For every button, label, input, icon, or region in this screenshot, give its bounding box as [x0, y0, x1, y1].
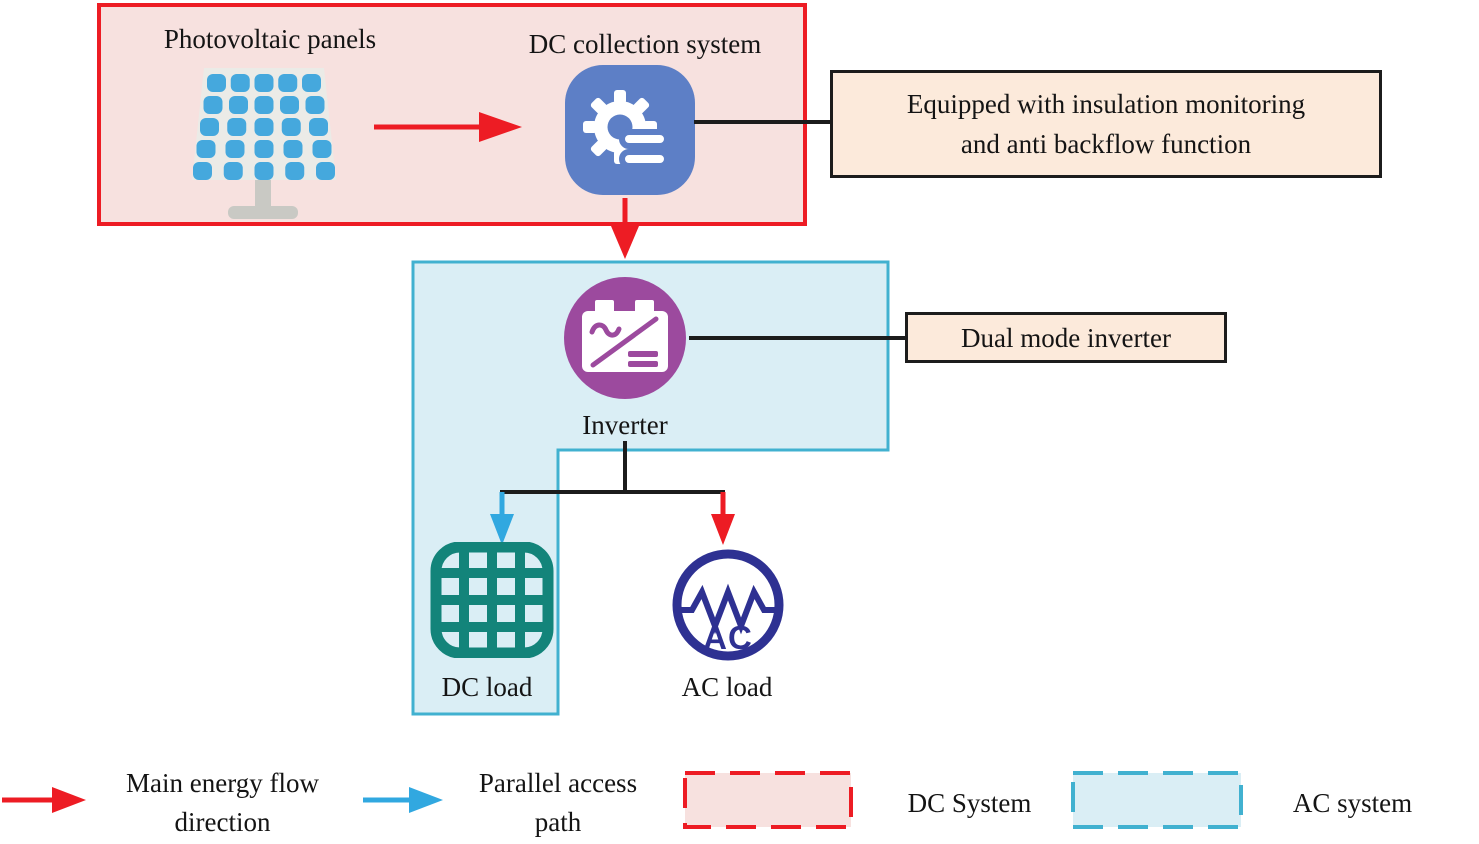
arrow-pv-to-dc-collection: [374, 112, 522, 142]
dc-collection-tile: [565, 65, 695, 195]
insulation-note-box: Equipped with insulation monitoring and …: [830, 70, 1382, 178]
arrow-dc-to-inverter: [611, 198, 639, 259]
grid-load-icon: [430, 542, 554, 658]
dc-collection-label: DC collection system: [528, 29, 762, 59]
ac-icon-text: AC: [703, 619, 753, 656]
legend-ac-system-swatch: [1071, 771, 1243, 829]
arrow-branch-to-dc-load: [490, 492, 514, 545]
legend-parallel-line2: path: [534, 807, 582, 837]
dc-load-label: DC load: [441, 672, 533, 702]
arrow-branch-to-ac-load: [711, 492, 735, 545]
legend-main-flow-label: Main energy flow direction: [95, 764, 350, 842]
connector-inverter-down: [623, 441, 627, 492]
legend-ac-system-label: AC system: [1292, 788, 1413, 818]
legend-parallel-label: Parallel access path: [453, 764, 663, 842]
legend-main-flow-arrow: [2, 787, 86, 813]
dual-mode-inverter-label: Dual mode inverter: [961, 323, 1171, 353]
legend-parallel-line1: Parallel access: [478, 768, 638, 798]
legend-dc-system-swatch: [683, 771, 853, 829]
ac-load-label: AC load: [681, 672, 773, 702]
connector-dc-collection-to-note: [694, 120, 831, 124]
connector-inverter-to-note: [689, 336, 905, 340]
gear-icon: [583, 90, 670, 169]
photovoltaic-panel-icon: [192, 68, 336, 219]
insulation-note-line1: Equipped with insulation monitoring: [906, 89, 1306, 119]
legend-dc-system-label: DC System: [907, 788, 1032, 818]
ac-wave-icon: AC: [672, 549, 784, 661]
legend-main-flow-line1: Main energy flow: [126, 768, 319, 798]
inverter-battery-icon: [564, 277, 686, 399]
inverter-label: Inverter: [582, 410, 668, 440]
dual-mode-inverter-box: Dual mode inverter: [905, 312, 1227, 363]
legend-main-flow-line2: direction: [174, 807, 271, 837]
legend-parallel-arrow: [363, 787, 443, 813]
pv-panels-label: Photovoltaic panels: [163, 24, 377, 54]
connector-branch-horizontal: [500, 490, 725, 494]
insulation-note-line2: and anti backflow function: [960, 129, 1252, 159]
